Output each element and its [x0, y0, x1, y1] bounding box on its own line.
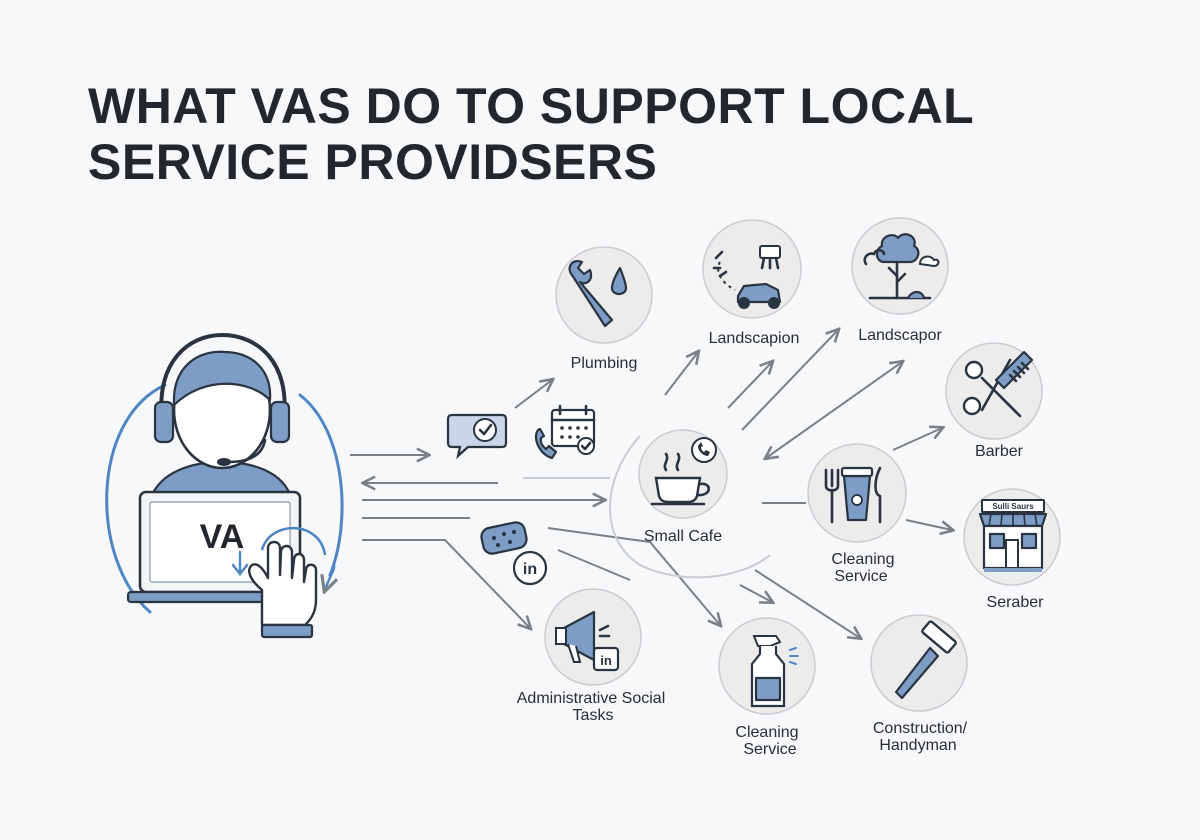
arrow-va-to-admin — [362, 539, 530, 628]
arrow-to-landscaping-2 — [727, 362, 772, 409]
node-label-line-2: Service — [743, 741, 796, 758]
node-plumbing: Plumbing — [555, 246, 653, 372]
connector-arrows — [350, 330, 952, 638]
svg-text:in: in — [600, 653, 612, 668]
right-bracket-arc — [298, 393, 344, 577]
scissors-comb-icon — [962, 350, 1034, 418]
down-arrow-icon — [231, 550, 249, 576]
node-cleaning-food: Cleaning Service — [807, 443, 907, 585]
wrench-drop-icon — [568, 260, 628, 328]
left-bracket-arc — [105, 383, 167, 614]
arrow-to-construction — [754, 569, 860, 638]
cutlery-cup-icon — [824, 466, 882, 524]
node-circle — [851, 217, 949, 315]
arrow-to-barber-line — [766, 362, 902, 458]
linkedin-icon: in — [512, 550, 548, 586]
node-cleaning-spray: Cleaning Service — [718, 617, 816, 758]
title-line-2: SERVICE PROVIDSERS — [88, 134, 658, 190]
chat-check-icon — [446, 413, 508, 460]
node-label-line-2: Tasks — [573, 707, 614, 724]
node-label-line-1: Cleaning — [831, 551, 894, 568]
node-construction: Construction/ Handyman — [870, 614, 968, 754]
node-landscaper: Landscapor — [851, 217, 949, 344]
spray-bottle-icon — [750, 635, 799, 708]
node-label-line-2: Handyman — [879, 737, 956, 754]
node-storefront: Sulli Saurs Seraber — [963, 488, 1061, 611]
page-title: WHAT VAS DO TO SUPPORT LOCAL SERVICE PRO… — [88, 78, 1088, 190]
hammer-icon — [894, 620, 957, 700]
arrow-to-plumbing — [514, 380, 552, 409]
arrow-short — [557, 549, 631, 581]
arrow-to-cleaning-spray — [547, 527, 720, 625]
hub-small-cafe: Small Cafe — [638, 429, 728, 545]
pointing-hand-icon — [248, 540, 318, 639]
node-admin-social: in Administrative Social Tasks — [517, 588, 666, 724]
arrow-to-landscaping — [664, 352, 698, 396]
arrow-to-storefront — [905, 519, 952, 530]
node-label: Landscapor — [858, 327, 942, 344]
node-label-line-2: Service — [834, 568, 887, 585]
megaphone-icon: in — [555, 610, 620, 672]
node-label: Plumbing — [571, 355, 638, 372]
hub-label: Small Cafe — [644, 528, 722, 545]
cycle-arrow-icon — [325, 564, 334, 590]
va-figure: VA — [105, 332, 344, 639]
hub-arc — [609, 435, 771, 579]
node-barber: Barber — [945, 342, 1043, 460]
node-label-line-1: Construction/ — [873, 720, 968, 737]
node-label-line-1: Administrative Social — [517, 690, 666, 707]
node-label-line-1: Cleaning — [735, 724, 798, 741]
title-line-1: WHAT VAS DO TO SUPPORT LOCAL — [88, 78, 975, 134]
va-label: VA — [200, 518, 245, 556]
lawn-mower-icon — [712, 245, 782, 309]
store-sign-text: Sulli Saurs — [992, 502, 1034, 511]
svg-text:in: in — [523, 561, 537, 578]
tree-icon — [863, 233, 940, 300]
arrow-to-barber — [892, 428, 942, 451]
node-label: Landscapion — [709, 330, 800, 347]
node-label: Barber — [975, 443, 1024, 460]
storefront-icon: Sulli Saurs — [978, 499, 1048, 572]
node-circle — [555, 246, 653, 344]
refresh-arc-icon — [260, 526, 327, 556]
headset-avatar-icon — [148, 332, 294, 502]
arrow-down-small — [739, 584, 772, 602]
node-label: Seraber — [987, 594, 1045, 611]
phone-calendar-icon — [534, 404, 596, 460]
sponge-icon — [480, 521, 528, 555]
node-landscaping: Landscapion — [702, 219, 802, 347]
coffee-cup-icon — [650, 437, 717, 506]
